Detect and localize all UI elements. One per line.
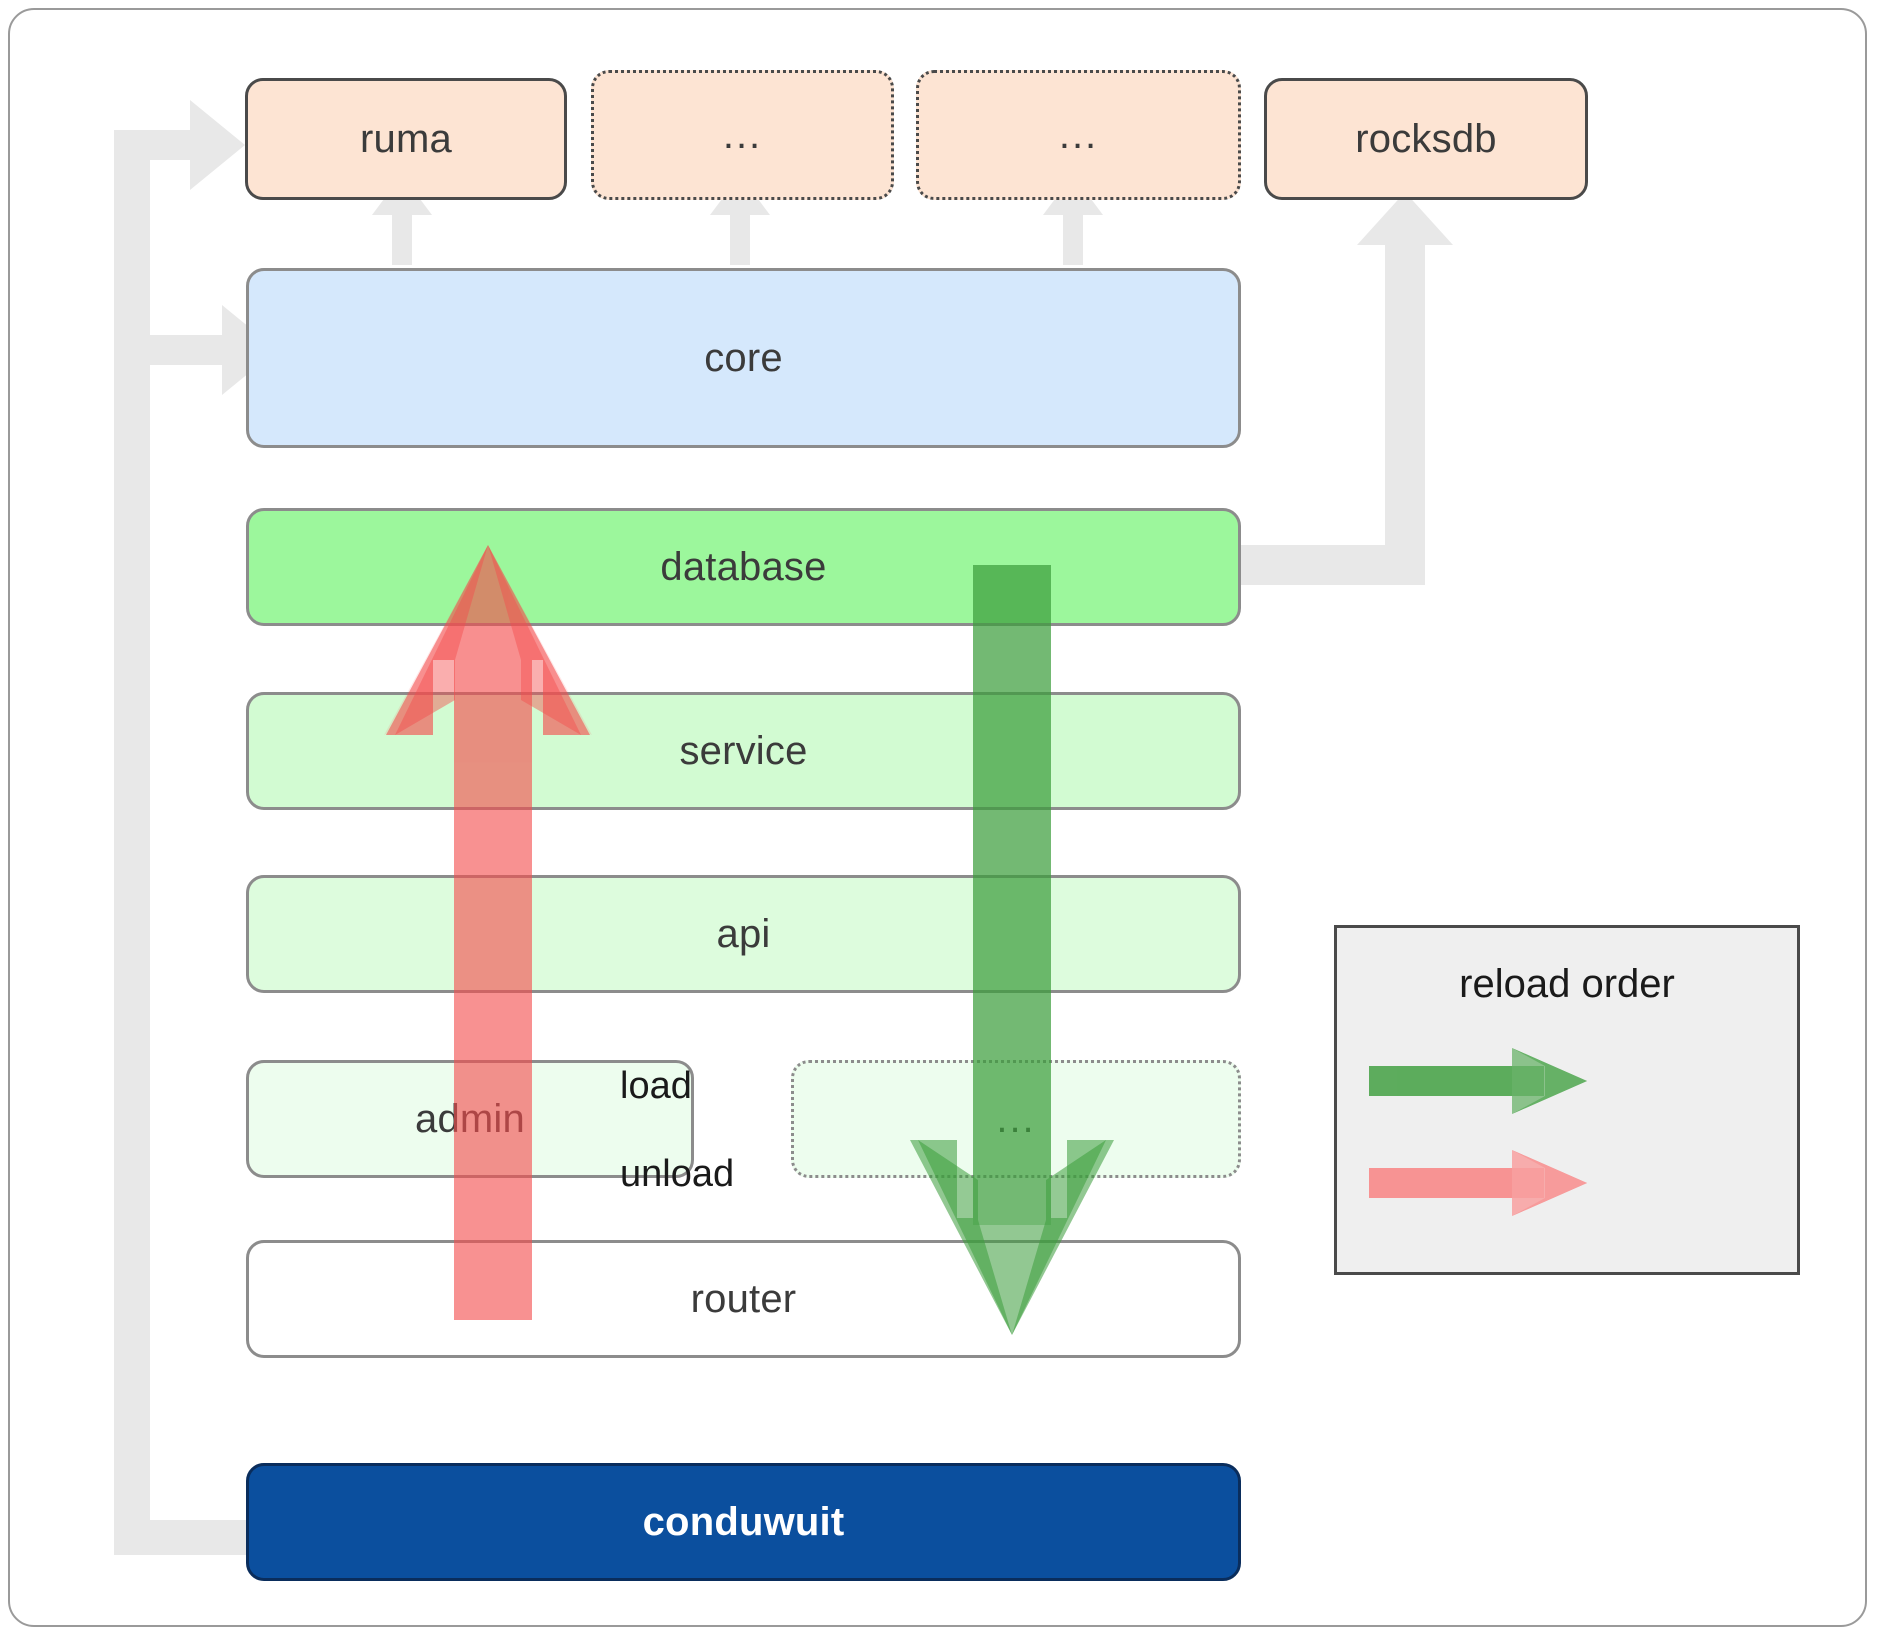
node-sub-dots-label: ... [996, 1097, 1036, 1141]
node-database[interactable]: database [246, 508, 1241, 626]
connector-arrow-database-to-rocksdb [1222, 192, 1453, 585]
node-api-label: api [716, 911, 771, 956]
node-service[interactable]: service [246, 692, 1241, 810]
connector-arrow-to-ruma [114, 100, 245, 190]
node-service-label: service [679, 728, 808, 773]
node-sub-dots[interactable]: ... [791, 1060, 1241, 1178]
node-core-label: core [704, 335, 783, 380]
connector-trunk-vertical [114, 130, 150, 1555]
node-rocksdb-label: rocksdb [1355, 116, 1497, 161]
node-conduwuit-label: conduwuit [642, 1499, 845, 1544]
node-ext-dots-2[interactable]: ... [916, 70, 1241, 200]
legend-load-label: load [620, 1065, 692, 1107]
node-ext-dots-2-label: ... [1058, 113, 1099, 157]
node-ruma[interactable]: ruma [245, 78, 567, 200]
node-database-label: database [660, 544, 827, 589]
connector-arrow-to-core [150, 305, 277, 395]
node-ruma-label: ruma [360, 116, 452, 161]
legend-arrows [1369, 1048, 1587, 1216]
legend-unload-label: unload [620, 1153, 735, 1195]
node-conduwuit[interactable]: conduwuit [246, 1463, 1241, 1581]
node-rocksdb[interactable]: rocksdb [1264, 78, 1588, 200]
node-router-label: router [690, 1276, 797, 1321]
node-api[interactable]: api [246, 875, 1241, 993]
legend-load-arrow [1369, 1048, 1587, 1114]
legend-panel: reload order [1334, 925, 1800, 1275]
node-ext-dots-1[interactable]: ... [591, 70, 894, 200]
legend-load-wing [1512, 1048, 1587, 1114]
legend-unload-arrow [1369, 1150, 1587, 1216]
node-admin-label: admin [415, 1096, 525, 1141]
legend-title: reload order [1459, 962, 1675, 1006]
legend-unload-wing [1512, 1150, 1587, 1216]
node-router[interactable]: router [246, 1240, 1241, 1358]
node-ext-dots-1-label: ... [722, 113, 763, 157]
node-core[interactable]: core [246, 268, 1241, 448]
